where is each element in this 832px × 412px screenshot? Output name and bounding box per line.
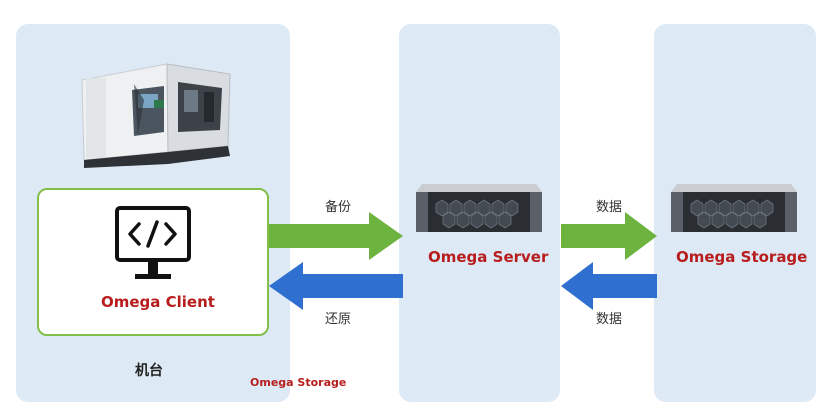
cnc-machine-image — [81, 63, 231, 168]
machine-label: 机台 — [135, 363, 163, 379]
watermark-label: Omega Storage — [250, 376, 347, 389]
data-to-server-arrow — [561, 262, 657, 310]
backup-arrow — [269, 212, 403, 260]
data-return-label: 数据 — [596, 312, 623, 327]
client-label: Omega Client — [101, 293, 215, 311]
code-monitor-icon — [115, 206, 191, 279]
data-forward-label: 数据 — [596, 200, 623, 215]
storage-rack-icon — [671, 184, 797, 232]
server-label: Omega Server — [428, 248, 549, 266]
data-to-storage-arrow — [561, 212, 657, 260]
server-rack-icon — [416, 184, 542, 232]
backup-label: 备份 — [325, 200, 352, 215]
restore-label: 还原 — [325, 312, 352, 327]
restore-arrow — [269, 262, 403, 310]
storage-label: Omega Storage — [676, 248, 808, 266]
